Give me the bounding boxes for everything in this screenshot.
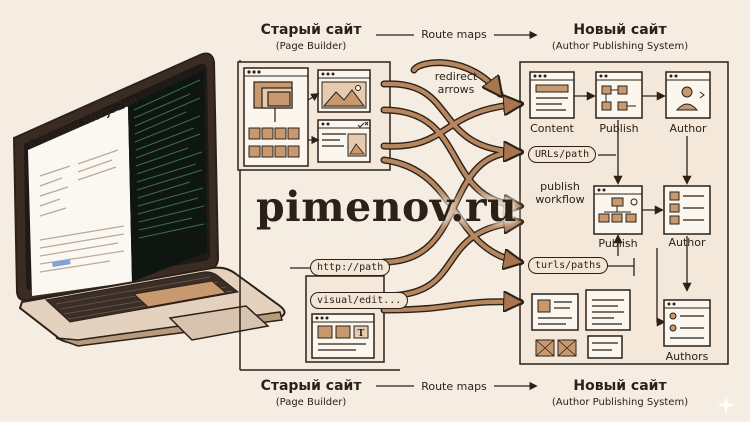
publish-workflow-line-1: publish bbox=[540, 180, 580, 193]
urls-path-pill: URLs/path bbox=[528, 146, 597, 163]
new-site-subtitle-top: (Author Publishing System) bbox=[551, 41, 689, 52]
laptop-terminal bbox=[128, 70, 207, 282]
brand-title: pimenov.ru bbox=[256, 183, 518, 231]
gear-icon bbox=[630, 198, 638, 206]
svg-text:T: T bbox=[358, 329, 365, 339]
old-site-subtitle-bottom: (Page Builder) bbox=[275, 397, 347, 408]
sparkle-icon bbox=[717, 396, 735, 414]
document-card-c bbox=[587, 335, 623, 359]
laptop-illustration bbox=[12, 52, 286, 347]
old-site-title-top: Старый сайт bbox=[260, 22, 362, 38]
redirect-arrows-line-1: redirect bbox=[434, 70, 478, 83]
turls-paths-pill: turls/paths bbox=[528, 257, 609, 274]
old-site-title-bottom: Старый сайт bbox=[260, 378, 362, 394]
publish-workflow-line-2: workflow bbox=[535, 193, 585, 206]
route-maps-label-bottom: Route maps bbox=[421, 380, 487, 393]
http-path-pill: http://path bbox=[310, 259, 391, 276]
old-site-subtitle-top: (Page Builder) bbox=[275, 41, 347, 52]
content-card bbox=[529, 71, 575, 119]
publish-mid-card bbox=[593, 185, 643, 235]
visual-edit-pill: visual/edit... bbox=[310, 292, 409, 309]
publish-top-label: Publish bbox=[599, 122, 639, 135]
new-site-title-bottom: Новый сайт bbox=[573, 378, 667, 394]
publish-top-card bbox=[595, 71, 643, 119]
laptop-trackpad bbox=[168, 305, 270, 341]
content-label: Content bbox=[530, 122, 574, 135]
migration-arrows bbox=[380, 59, 520, 314]
redirect-arrows-label: redirect arrows bbox=[426, 70, 486, 96]
new-site-panel bbox=[519, 61, 729, 365]
new-site-title-top: Новый сайт bbox=[573, 22, 667, 38]
author-top-label: Author bbox=[669, 122, 707, 135]
new-site-subtitle-bottom: (Author Publishing System) bbox=[551, 397, 689, 408]
route-maps-label-top: Route maps bbox=[421, 28, 487, 41]
author-mid-label: Author bbox=[668, 236, 706, 249]
document-card-b bbox=[585, 289, 631, 331]
authors-card bbox=[663, 299, 711, 347]
publish-workflow-label: publish workflow bbox=[532, 180, 588, 206]
redirect-arrows-line-2: arrows bbox=[437, 83, 475, 96]
authors-label: Authors bbox=[665, 350, 709, 363]
old-site-panel: T bbox=[237, 60, 400, 371]
publish-mid-label: Publish bbox=[598, 237, 638, 250]
laptop-screen-page bbox=[28, 106, 132, 296]
